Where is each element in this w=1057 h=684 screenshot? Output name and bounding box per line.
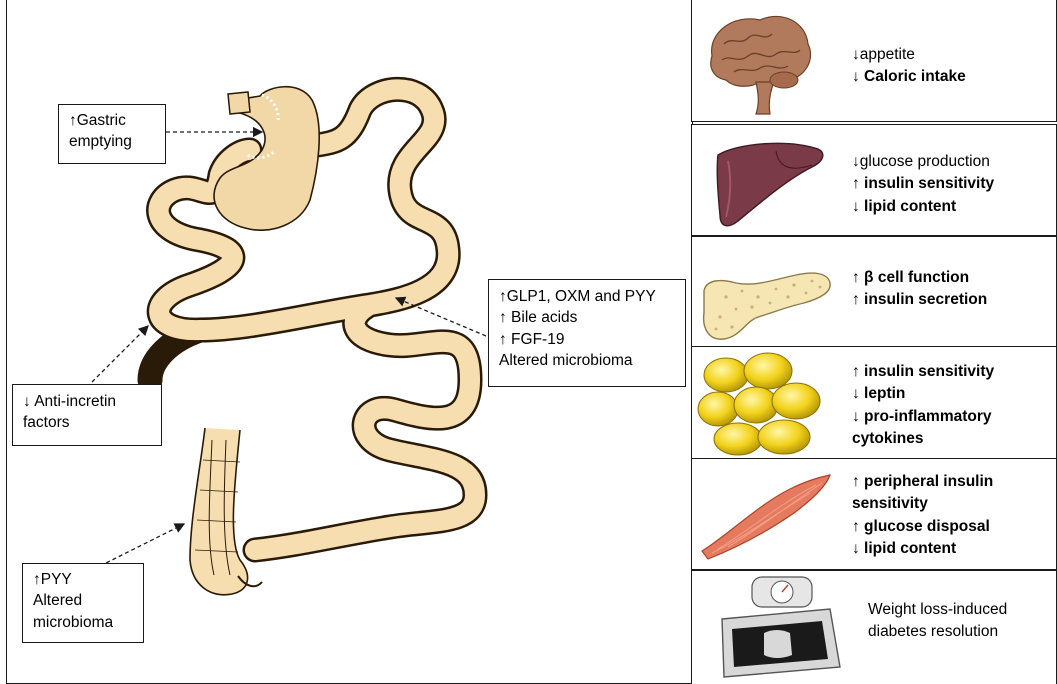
panel-text: ↑ insulin sensitivity ↓ leptin ↓ pro-inf… (852, 361, 994, 451)
brain-panel: ↓appetite ↓ Caloric intake (691, 0, 1057, 122)
effect-line: ↑ glucose disposal (852, 516, 993, 538)
effect-line: sensitivity (852, 493, 993, 515)
effect-line: ↑ insulin sensitivity (852, 173, 994, 195)
liver-panel: ↓glucose production ↑ insulin sensitivit… (691, 124, 1057, 236)
effect-line: Weight loss-induced (868, 599, 1007, 621)
callout-line: ↑ Bile acids (499, 307, 675, 328)
effect-line: ↓ Caloric intake (852, 66, 966, 88)
scale-panel: Weight loss-induced diabetes resolution (691, 570, 1057, 684)
callout-line: ↑ FGF-19 (499, 329, 675, 350)
pyy-callout: ↑PYY Altered microbioma (22, 563, 144, 643)
pancreas-panel: ↑ β cell function ↑ insulin secretion (691, 236, 1057, 348)
muscle-icon (698, 465, 838, 565)
effect-line: ↑ peripheral insulin (852, 471, 993, 493)
callout-line: Altered (33, 590, 133, 611)
colon (190, 428, 262, 595)
callout-line: ↑GLP1, OXM and PYY (499, 286, 675, 307)
anti-incretin-callout: ↓ Anti-incretin factors (12, 384, 162, 446)
adipose-panel: ↑ insulin sensitivity ↓ leptin ↓ pro-inf… (691, 346, 1057, 460)
effect-line: cytokines (852, 428, 994, 450)
effect-line: ↓ leptin (852, 383, 994, 405)
callout-line: microbioma (33, 612, 133, 633)
effect-line: ↑ insulin sensitivity (852, 361, 994, 383)
panel-text: ↓appetite ↓ Caloric intake (852, 44, 966, 89)
callout-line: ↑Gastric (69, 110, 155, 131)
callout-line: factors (23, 412, 151, 433)
effect-line: ↓ pro-inflammatory (852, 406, 994, 428)
gastric-emptying-callout: ↑Gastric emptying (58, 104, 166, 164)
effect-line: diabetes resolution (868, 621, 1007, 643)
effect-line: ↑ insulin secretion (852, 289, 987, 311)
callout-line: ↓ Anti-incretin (23, 391, 151, 412)
effect-line: ↓ lipid content (852, 538, 993, 560)
callout-line: ↑PYY (33, 569, 133, 590)
panel-text: ↓glucose production ↑ insulin sensitivit… (852, 151, 994, 218)
liver-icon (708, 131, 828, 231)
panel-text: ↑ β cell function ↑ insulin secretion (852, 267, 987, 312)
brain-icon (694, 4, 824, 122)
effect-line: ↓appetite (852, 44, 966, 66)
pancreas-icon (696, 257, 836, 347)
hormones-callout: ↑GLP1, OXM and PYY ↑ Bile acids ↑ FGF-19… (488, 279, 686, 387)
effect-line: ↓ lipid content (852, 196, 994, 218)
scale-icon (702, 573, 852, 683)
callout-line: Altered microbioma (499, 350, 675, 371)
effect-line: ↓glucose production (852, 151, 994, 173)
muscle-panel: ↑ peripheral insulin sensitivity ↑ gluco… (691, 458, 1057, 570)
panel-text: Weight loss-induced diabetes resolution (868, 599, 1007, 644)
effect-line: ↑ β cell function (852, 267, 987, 289)
panel-text: ↑ peripheral insulin sensitivity ↑ gluco… (852, 471, 993, 561)
callout-line: emptying (69, 131, 155, 152)
adipose-icon (696, 349, 836, 459)
